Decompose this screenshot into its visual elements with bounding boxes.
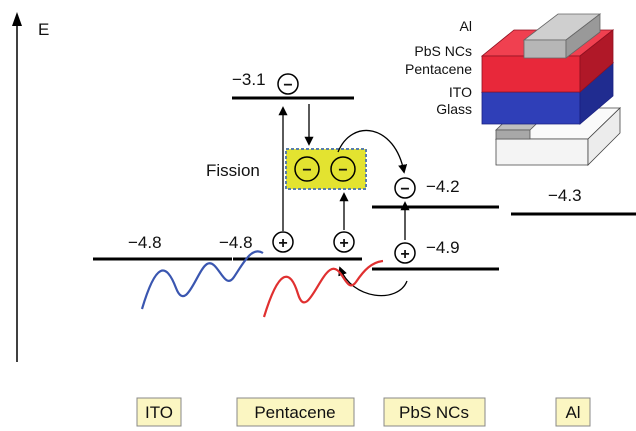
- al-level-value: −4.3: [548, 186, 582, 205]
- blue-photon-wave: [140, 250, 264, 310]
- device-stack-illustration: [480, 13, 621, 166]
- material-box-ito: [136, 397, 182, 427]
- pbs-hole-symbol: +: [400, 246, 409, 263]
- energy-axis-arrowhead: [12, 12, 22, 26]
- material-label: Al: [565, 403, 580, 422]
- electron-circle: [277, 73, 299, 95]
- electron-transfer-arrow: [337, 129, 408, 174]
- material-box-pbs: [383, 397, 486, 427]
- device-layer-label: ITO: [449, 84, 472, 100]
- device-layer-label: Glass: [436, 101, 472, 117]
- hole-circle: [272, 231, 294, 253]
- pbs-electron-circle: [394, 177, 416, 199]
- energy-axis-label: E: [38, 20, 49, 39]
- material-label: PbS NCs: [399, 403, 469, 422]
- ito-level-value: −4.8: [128, 233, 162, 252]
- hole-circle: [333, 231, 355, 253]
- fission-electron-circle: [294, 156, 320, 182]
- pbs-hole-circle: [394, 242, 416, 264]
- fission-electron-circle: [330, 156, 356, 182]
- material-label: Pentacene: [254, 403, 335, 422]
- hole-symbol: +: [339, 235, 348, 252]
- fission-label: Fission: [206, 161, 260, 180]
- material-box-pentacene: [236, 397, 355, 427]
- red-photon-wave: [262, 259, 384, 318]
- pentacene-lumo-value: −3.1: [232, 70, 266, 89]
- hole-symbol: +: [278, 235, 287, 252]
- material-label: ITO: [145, 403, 173, 422]
- pbs-electron-symbol: −: [400, 181, 409, 198]
- device-layer-label: Pentacene: [405, 61, 472, 77]
- pentacene-homo-value: −4.8: [219, 233, 253, 252]
- fission-box: [285, 148, 367, 190]
- fission-electron-symbol: −: [338, 162, 347, 179]
- material-box-al: [555, 397, 591, 427]
- hole-transfer-arrow: [338, 266, 408, 297]
- electron-symbol: −: [283, 77, 292, 94]
- fission-electron-symbol: −: [302, 162, 311, 179]
- device-layer-label: Al: [460, 18, 472, 34]
- pbs-homo-value: −4.9: [426, 238, 460, 257]
- device-layer-label: PbS NCs: [414, 43, 472, 59]
- pbs-lumo-value: −4.2: [426, 177, 460, 196]
